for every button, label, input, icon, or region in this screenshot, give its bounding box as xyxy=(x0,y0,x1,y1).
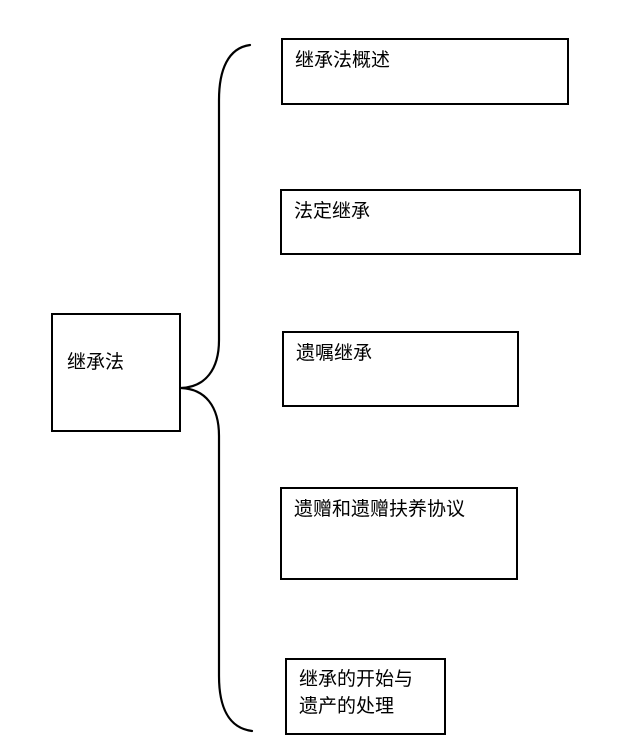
child-node-label: 继承法概述 xyxy=(295,49,391,71)
child-node-bequest-and-support-agreement: 遗赠和遗赠扶养协议 xyxy=(280,487,518,580)
child-node-testamentary-succession: 遗嘱继承 xyxy=(282,331,519,407)
root-node: 继承法 xyxy=(51,313,181,432)
brace-path xyxy=(180,43,254,733)
child-node-commencement-and-estate-handling: 继承的开始与 遗产的处理 xyxy=(285,658,446,735)
child-node-label: 遗赠和遗赠扶养协议 xyxy=(294,498,466,520)
child-node-overview: 继承法概述 xyxy=(281,38,569,105)
root-node-label: 继承法 xyxy=(67,351,125,373)
child-node-label: 继承的开始与 遗产的处理 xyxy=(299,668,414,717)
child-node-label: 遗嘱继承 xyxy=(296,342,373,364)
child-node-statutory-succession: 法定继承 xyxy=(280,189,581,255)
child-node-label: 法定继承 xyxy=(294,200,371,222)
